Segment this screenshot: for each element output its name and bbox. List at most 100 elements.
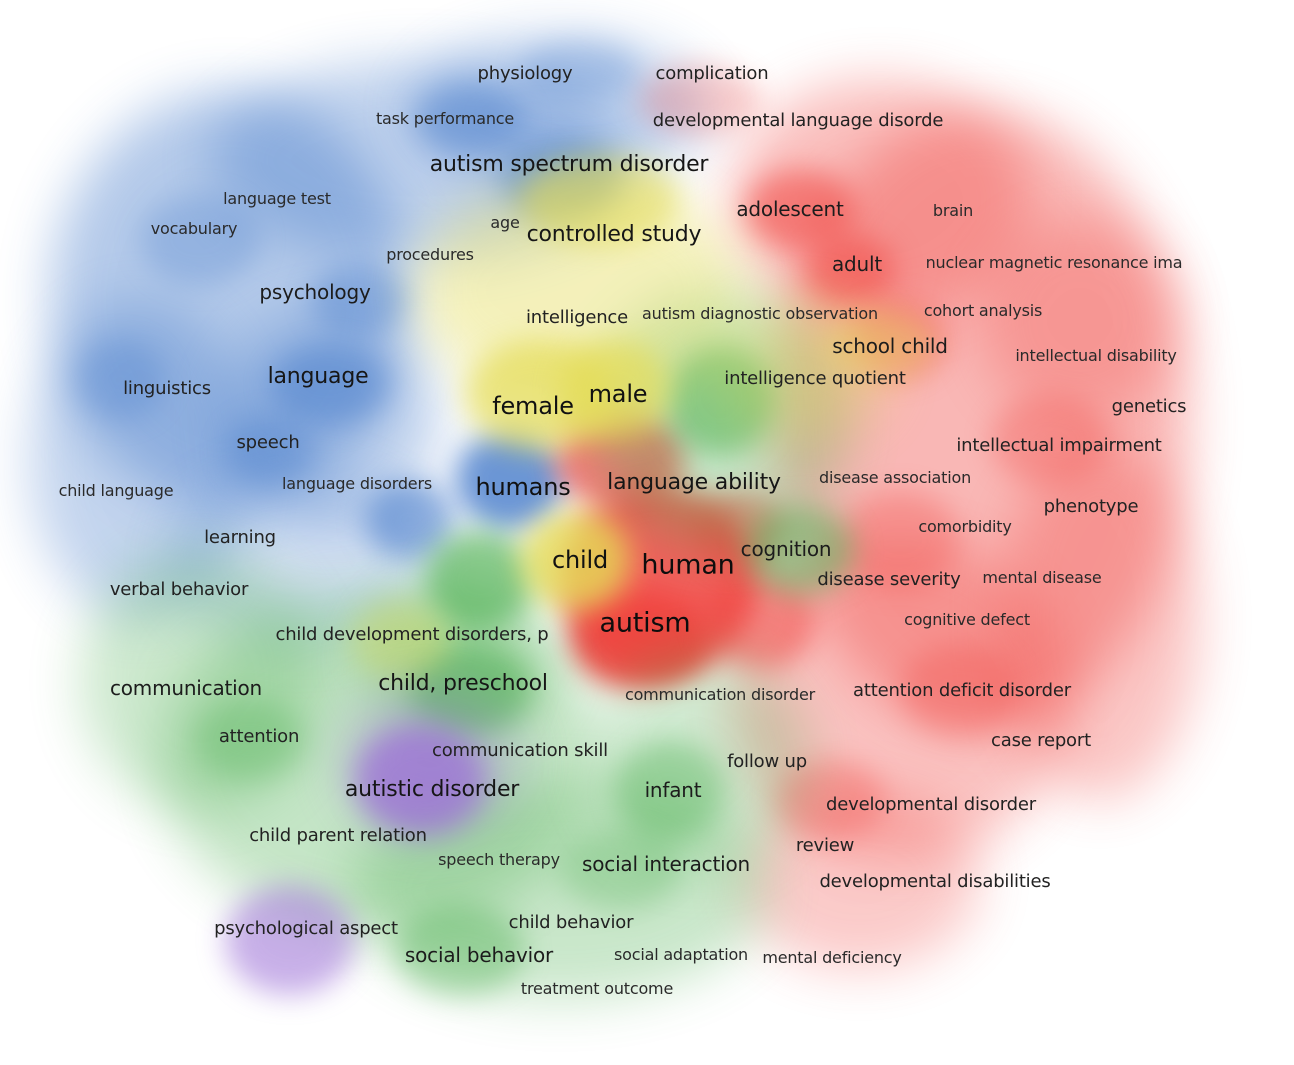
term-label: attention deficit disorder [853,680,1071,701]
term-label: human [641,549,735,581]
term-label: child behavior [508,912,634,933]
term-label: infant [644,778,702,802]
term-label: follow up [727,751,807,772]
term-label: age [490,213,520,232]
term-label: social interaction [582,852,750,876]
term-label: developmental disabilities [819,871,1051,892]
density-blob-blue [50,90,410,510]
term-label: case report [991,730,1091,751]
density-blob-blue [225,415,315,485]
density-blob-purple [355,725,485,835]
density-blob-red [775,760,885,840]
density-blob-yellow [350,600,450,680]
density-blob-green [80,550,320,810]
term-label: autism diagnostic observation [642,304,878,323]
term-label: intelligence [525,307,629,328]
term-label: child language [58,481,174,500]
term-label: intellectual impairment [956,435,1162,456]
density-blob-yellow [520,510,630,610]
density-blob-yellow [825,310,935,380]
density-blob-red [1000,440,1200,800]
term-label: cohort analysis [923,301,1043,320]
density-blob-red [640,65,760,135]
term-label: procedures [386,245,474,264]
density-blob-green [615,740,725,840]
term-label: child development disorders, p [275,624,549,645]
term-label: communication skill [432,740,608,761]
density-blob-blue [30,300,250,620]
term-label: vocabulary [150,219,238,238]
term-label: adult [831,252,883,276]
density-blob-blue [415,85,525,155]
term-label: developmental language disorde [652,110,944,131]
term-label: intellectual disability [1015,346,1177,365]
term-label: male [588,380,648,408]
density-blob-red [900,645,1020,735]
density-blob-red [990,395,1110,485]
term-label: intelligence quotient [724,368,906,389]
term-label: female [492,392,574,420]
term-label: school child [832,334,948,358]
term-label: task performance [375,109,515,128]
term-label: humans [475,473,571,501]
term-label: communication disorder [624,685,816,704]
term-label: child parent relation [249,825,427,846]
density-blob-green [395,905,525,995]
density-blob-yellow [710,300,890,440]
density-blob-red [980,220,1180,420]
term-label: attention [218,726,300,747]
term-label: child, preschool [378,671,548,696]
density-blob-green [745,505,855,595]
term-label: physiology [477,63,573,84]
term-label: disease association [818,468,972,487]
density-blob-blue [75,340,165,420]
term-label: language [267,364,369,389]
term-label: language ability [607,470,781,495]
density-blob-yellow [560,340,670,440]
term-label: autism spectrum disorder [429,152,709,177]
density-blob-green [590,650,810,870]
term-label: autism [599,607,691,639]
term-label: genetics [1111,396,1187,417]
density-blob-red [740,790,980,970]
term-label: disease severity [817,569,961,590]
density-blob-yellow [520,155,680,245]
term-label: linguistics [123,378,211,399]
density-blob-green [425,530,535,630]
term-label: learning [204,527,276,548]
term-label: comorbidity [918,517,1012,536]
term-label: psychology [259,280,371,304]
term-label: language test [223,189,331,208]
density-blob-red [805,235,895,305]
density-blob-red [850,300,950,380]
term-label: communication [109,676,263,700]
term-label: child [552,546,608,574]
term-label: language disorders [282,474,432,493]
density-blob-purple [340,685,520,835]
term-label: brain [932,201,974,220]
density-blob-green [195,700,305,780]
density-blob-red [840,490,960,590]
density-blob-blue [270,345,390,425]
term-label: social behavior [404,943,554,967]
term-label: speech therapy [438,850,560,869]
term-label: speech [236,432,300,453]
density-blob-green [665,345,775,455]
term-label: adolescent [736,197,844,221]
density-blob-green [560,830,680,910]
term-label: complication [655,63,769,84]
term-label: nuclear magnetic resonance ima [925,253,1183,272]
density-blob-green [410,645,530,735]
term-label: social adaptation [614,945,748,964]
density-blob-blue [140,195,260,285]
term-label: treatment outcome [520,979,674,998]
term-label: phenotype [1043,496,1139,517]
density-blob-blue [310,265,410,335]
density-blob-blue [520,40,640,100]
term-label: developmental disorder [826,794,1036,815]
term-label: autistic disorder [344,777,520,802]
term-label: review [795,835,855,856]
